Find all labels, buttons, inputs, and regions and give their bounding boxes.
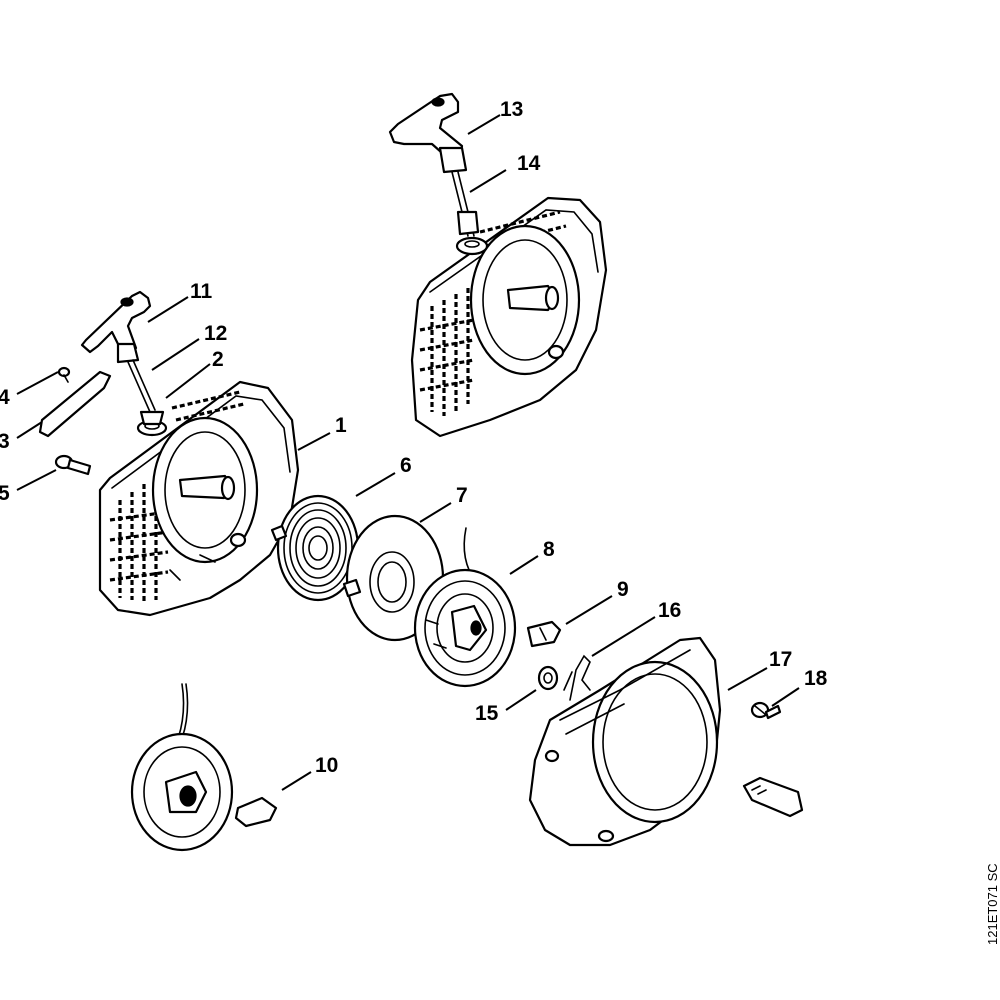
callout-5: 5 (0, 482, 10, 505)
callout-14: 14 (517, 152, 541, 175)
rope-guide-bushing-2 (136, 410, 168, 437)
screw-18 (750, 701, 782, 720)
shroud-17 (528, 636, 722, 847)
fan-housing-upper (410, 196, 608, 438)
callout-9: 9 (617, 578, 629, 601)
drawing-code: 121ET071 SC (985, 863, 1000, 945)
starter-rope-12 (127, 359, 156, 413)
pawl-9 (526, 620, 562, 648)
plate-3 (38, 370, 112, 438)
callout-8: 8 (543, 538, 555, 561)
fan-housing-1 (98, 380, 300, 617)
callout-17: 17 (769, 648, 792, 671)
starter-grip-11 (80, 290, 152, 364)
callout-16: 16 (658, 599, 681, 622)
callout-6: 6 (400, 454, 412, 477)
callout-13: 13 (500, 98, 523, 121)
starter-grip-13 (388, 92, 468, 174)
starter-rope-14 (451, 171, 480, 237)
callout-18: 18 (804, 667, 828, 690)
callout-12: 12 (204, 322, 227, 345)
callout-4: 4 (0, 386, 10, 409)
callout-3: 3 (0, 430, 10, 453)
screw-4 (57, 366, 71, 383)
callout-2: 2 (212, 348, 224, 371)
rope-rotor-assembly (130, 683, 234, 852)
callout-labels: 1 2 3 4 5 6 7 8 9 10 11 12 13 14 15 16 1… (0, 98, 828, 777)
rewind-spring-6 (270, 494, 360, 602)
rope-rotor-8 (413, 527, 517, 688)
pawl-10 (234, 796, 278, 828)
callout-10: 10 (315, 754, 338, 777)
bolt-5 (54, 454, 92, 476)
callout-11: 11 (190, 280, 213, 303)
spark-plug-boot (742, 776, 804, 818)
callout-7: 7 (456, 484, 468, 507)
callout-15: 15 (475, 702, 499, 725)
leader-lines (16, 114, 800, 791)
washer-15 (537, 665, 559, 691)
callout-1: 1 (335, 414, 347, 437)
spring-clip-16 (563, 654, 591, 701)
